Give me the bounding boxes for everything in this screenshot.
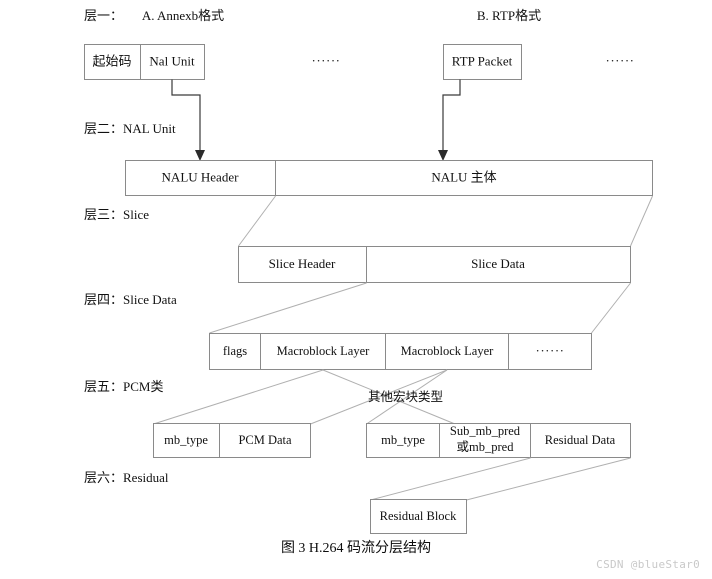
slice-row-group: Slice Header Slice Data bbox=[238, 246, 631, 283]
residual-block-group: Residual Block bbox=[370, 499, 467, 534]
nalu-row-outline bbox=[125, 160, 653, 196]
box-nalu-body: NALU 主体 bbox=[431, 169, 496, 184]
layer-label-4: 层四：Slice Data bbox=[84, 292, 177, 307]
macroblock-row-group: flags Macroblock Layer Macroblock Layer … bbox=[209, 333, 592, 370]
pcm-group-outline bbox=[153, 423, 311, 458]
box-other-mb-type: mb_type bbox=[381, 433, 425, 447]
figure-caption: 图 3 H.264 码流分层结构 bbox=[281, 540, 431, 556]
box-nal-unit: Nal Unit bbox=[149, 53, 195, 68]
macroblock-row-outline bbox=[209, 333, 592, 370]
layer-label-1: 层一： bbox=[84, 8, 123, 23]
box-slice-data: Slice Data bbox=[471, 256, 525, 271]
connector-residual-data-right bbox=[466, 457, 631, 501]
heading-rtp-format: B. RTP格式 bbox=[477, 8, 541, 23]
box-sub-mb-pred-line2: 或mb_pred bbox=[457, 440, 515, 454]
label-other-macroblock-types: 其他宏块类型 bbox=[368, 389, 443, 404]
other-macroblock-group: mb_type Sub_mb_pred 或mb_pred Residual Da… bbox=[366, 423, 631, 458]
layer-label-5: 层五：PCM类 bbox=[84, 379, 163, 394]
layer-label-6: 层六：Residual bbox=[84, 470, 169, 485]
box-pcm-data: PCM Data bbox=[238, 433, 292, 447]
annexb-packet-group: 起始码 Nal Unit bbox=[84, 44, 205, 80]
arrow-head-nal-unit bbox=[195, 150, 205, 161]
rtp-packet-group: RTP Packet bbox=[443, 44, 522, 80]
box-pcm-mb-type: mb_type bbox=[164, 433, 208, 447]
connector-residual-data-left bbox=[370, 457, 531, 501]
box-sub-mb-pred-line1: Sub_mb_pred bbox=[450, 424, 521, 438]
connector-nalu-body-right bbox=[630, 195, 653, 247]
residual-block-outline bbox=[370, 499, 467, 534]
annexb-ellipsis: ······ bbox=[312, 53, 341, 68]
slice-row-outline bbox=[238, 246, 631, 283]
connector-mb1-to-pcm-left bbox=[153, 369, 324, 425]
connector-mb2-to-other-left bbox=[366, 369, 448, 425]
nalu-row-group: NALU Header NALU 主体 bbox=[125, 160, 653, 196]
heading-annexb-format: A. Annexb格式 bbox=[142, 8, 224, 23]
connector-nalu-body-left bbox=[238, 195, 276, 247]
box-macroblock-layer-1: Macroblock Layer bbox=[277, 344, 371, 358]
rtp-packet-outline bbox=[443, 44, 522, 80]
connector-slice-data-left bbox=[209, 282, 367, 334]
rtp-ellipsis: ······ bbox=[606, 53, 635, 68]
arrow-rtp-to-nalu-body bbox=[442, 79, 461, 152]
pcm-macroblock-group: mb_type PCM Data bbox=[153, 423, 311, 458]
layer-label-3: 层三：Slice bbox=[84, 207, 149, 222]
connector-mb1-to-other-right bbox=[322, 369, 456, 425]
layer-label-2: 层二：NAL Unit bbox=[84, 121, 176, 136]
connector-mb2-to-pcm-right bbox=[310, 369, 448, 425]
box-macroblock-layer-2: Macroblock Layer bbox=[401, 344, 495, 358]
box-start-code: 起始码 bbox=[92, 53, 131, 68]
box-nalu-header: NALU Header bbox=[162, 169, 240, 184]
connector-slice-data-right bbox=[591, 282, 631, 334]
other-group-outline bbox=[366, 423, 631, 458]
box-residual-block: Residual Block bbox=[380, 509, 457, 523]
box-rtp-packet: RTP Packet bbox=[452, 53, 513, 68]
box-flags: flags bbox=[223, 344, 247, 358]
macroblock-row-ellipsis: ······ bbox=[536, 343, 565, 358]
box-slice-header: Slice Header bbox=[269, 256, 336, 271]
annexb-group-outline bbox=[84, 44, 205, 80]
arrow-head-rtp bbox=[438, 150, 448, 161]
csdn-watermark: CSDN @blueStar0 bbox=[596, 558, 700, 571]
box-residual-data: Residual Data bbox=[545, 433, 616, 447]
arrow-nal-unit-to-nalu bbox=[171, 79, 201, 152]
